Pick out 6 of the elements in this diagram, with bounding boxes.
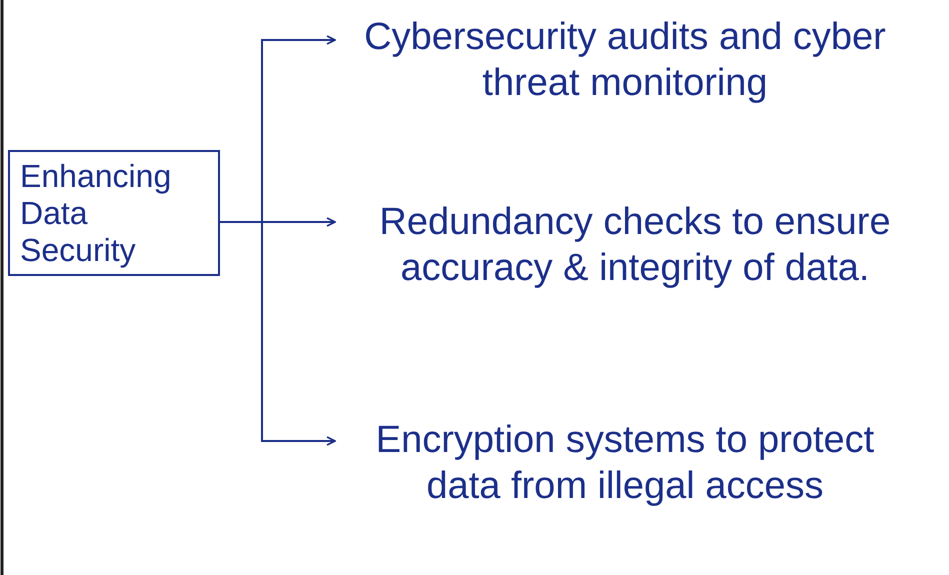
branch-text: Redundancy checks to ensure accuracy & integrity of data. xyxy=(378,200,892,291)
branch-text: Cybersecurity audits and cyber threat monitoring xyxy=(363,15,887,106)
arrow xyxy=(220,221,336,446)
process-box xyxy=(8,150,220,276)
box-label: Enhancing Data Security xyxy=(20,158,172,268)
branch-text: Encryption systems to protect data from illegal access xyxy=(374,418,876,509)
